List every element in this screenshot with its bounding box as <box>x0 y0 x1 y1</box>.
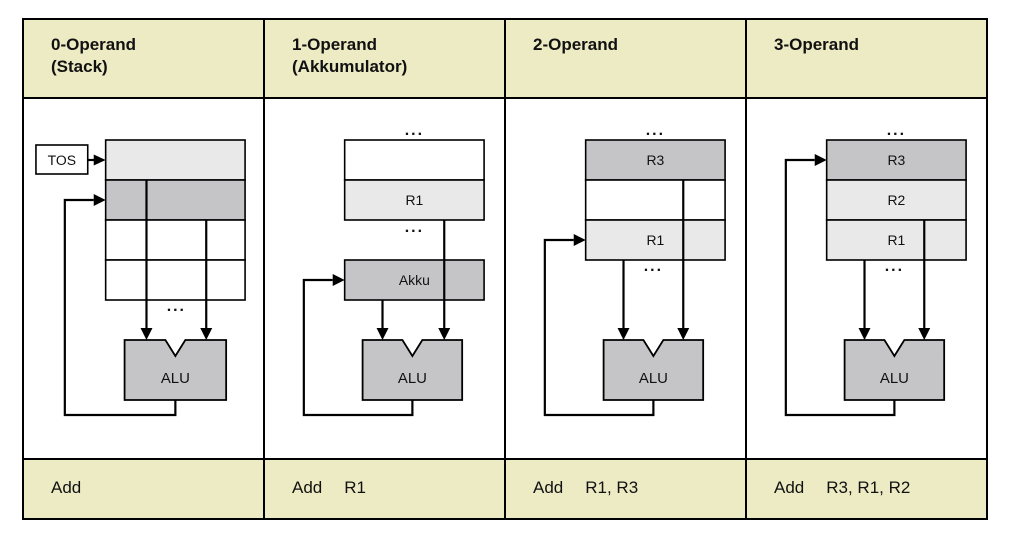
ellipsis: ... <box>887 122 906 139</box>
ellipsis: ... <box>405 219 424 236</box>
alu-box <box>123 339 228 401</box>
result-arrowhead-icon <box>332 274 345 286</box>
instruction-operands: R3, R1, R2 <box>826 478 911 497</box>
result-arrowhead-icon <box>573 234 586 246</box>
header-title: 1-Operand <box>292 35 378 54</box>
header-title: 3-Operand <box>774 35 860 54</box>
register-label-r3: R3 <box>646 152 664 168</box>
three-operand-architecture-diagram: ... R3 R2 R1 ... ALU <box>784 122 967 417</box>
header-cell-1-operand: 1-Operand (Akkumulator) <box>263 20 504 97</box>
ellipsis: ... <box>167 298 186 315</box>
diagram-cell-3-operand: ... R3 R2 R1 ... ALU <box>745 99 986 458</box>
alu-label: ALU <box>880 370 909 387</box>
diagram-row: TOS ... ALU <box>24 99 986 460</box>
operand-architecture-table: 0-Operand (Stack) 1-Operand (Akkumulator… <box>22 18 988 520</box>
header-title: 2-Operand <box>533 35 619 54</box>
result-feedback-line <box>543 238 655 417</box>
result-feedback-line <box>302 278 414 417</box>
instruction-operands: R1, R3 <box>585 478 639 497</box>
result-arrowhead-icon <box>93 194 106 206</box>
operand-r1-arrowhead-icon <box>617 328 630 340</box>
header-row: 0-Operand (Stack) 1-Operand (Akkumulator… <box>24 20 986 99</box>
register-cell-r1 <box>825 219 967 261</box>
alu-box <box>843 339 946 401</box>
instruction-op: Add <box>533 478 564 497</box>
alu-box <box>361 339 464 401</box>
operand-akku-arrowhead-icon <box>376 328 389 340</box>
header-title: 0-Operand <box>51 35 137 54</box>
instruction-cell-stack: Add <box>24 460 263 518</box>
akku-label: Akku <box>399 272 430 288</box>
register-cell-r3 <box>584 139 726 181</box>
register-cell-r2 <box>825 179 967 221</box>
tos-box <box>35 144 89 175</box>
diagram-cell-2-operand: ... R3 R1 ... ALU <box>504 99 745 458</box>
instruction-cell-akkumulator: Add R1 <box>263 460 504 518</box>
operand1-arrowhead-icon <box>140 328 153 340</box>
alu-box <box>602 339 705 401</box>
register-cell-r1 <box>343 179 485 221</box>
ellipsis: ... <box>644 258 663 275</box>
stack-architecture-diagram: TOS ... ALU <box>35 139 246 417</box>
operand-r3-arrowhead-icon <box>677 328 690 340</box>
instruction-op: Add <box>774 478 805 497</box>
akku-box <box>343 259 485 301</box>
register-label-r1: R1 <box>887 232 905 248</box>
register-cell-blank <box>343 139 485 181</box>
instruction-operands: R1 <box>344 478 366 497</box>
register-cell-r1 <box>584 219 726 261</box>
operand-r1-arrowhead-icon <box>858 328 871 340</box>
tos-arrowhead-icon <box>93 154 106 166</box>
register-label-r3: R3 <box>887 152 905 168</box>
instruction-cell-2-operand: Add R1, R3 <box>504 460 745 518</box>
operand-r1-arrowhead-icon <box>438 328 451 340</box>
alu-label: ALU <box>161 370 190 387</box>
diagram-cell-stack: TOS ... ALU <box>24 99 263 458</box>
stack-cell-second <box>104 179 246 221</box>
result-arrowhead-icon <box>814 154 827 166</box>
operand-r2-arrowhead-icon <box>918 328 931 340</box>
header-subtitle: (Stack) <box>51 57 108 76</box>
two-operand-architecture-diagram: ... R3 R1 ... ALU <box>543 122 726 417</box>
register-cell-blank <box>584 179 726 221</box>
register-label-r2: R2 <box>887 192 905 208</box>
stack-cell-fourth <box>104 259 246 301</box>
register-cell-r3 <box>825 139 967 181</box>
diagram-cell-akkumulator: ... R1 ... Akku ALU <box>263 99 504 458</box>
register-label-r1: R1 <box>646 232 664 248</box>
stack-cell-top <box>104 139 246 181</box>
ellipsis: ... <box>646 122 665 139</box>
header-cell-0-operand: 0-Operand (Stack) <box>24 20 263 97</box>
register-label-r1: R1 <box>405 192 423 208</box>
alu-label: ALU <box>639 370 668 387</box>
alu-label: ALU <box>398 370 427 387</box>
result-feedback-line <box>784 158 896 417</box>
header-subtitle: (Akkumulator) <box>292 57 408 76</box>
operand2-arrowhead-icon <box>200 328 213 340</box>
stack-cell-third <box>104 219 246 261</box>
instruction-op: Add <box>292 478 323 497</box>
result-feedback-line <box>63 198 177 417</box>
instruction-op: Add <box>51 478 82 497</box>
instruction-cell-3-operand: Add R3, R1, R2 <box>745 460 986 518</box>
akkumulator-architecture-diagram: ... R1 ... Akku ALU <box>302 122 485 417</box>
ellipsis: ... <box>405 122 424 139</box>
header-cell-3-operand: 3-Operand <box>745 20 986 97</box>
header-cell-2-operand: 2-Operand <box>504 20 745 97</box>
ellipsis: ... <box>885 258 904 275</box>
tos-label: TOS <box>48 152 76 168</box>
instruction-row: Add Add R1 Add R1, R3 Add R3, R1, R2 <box>24 460 986 518</box>
